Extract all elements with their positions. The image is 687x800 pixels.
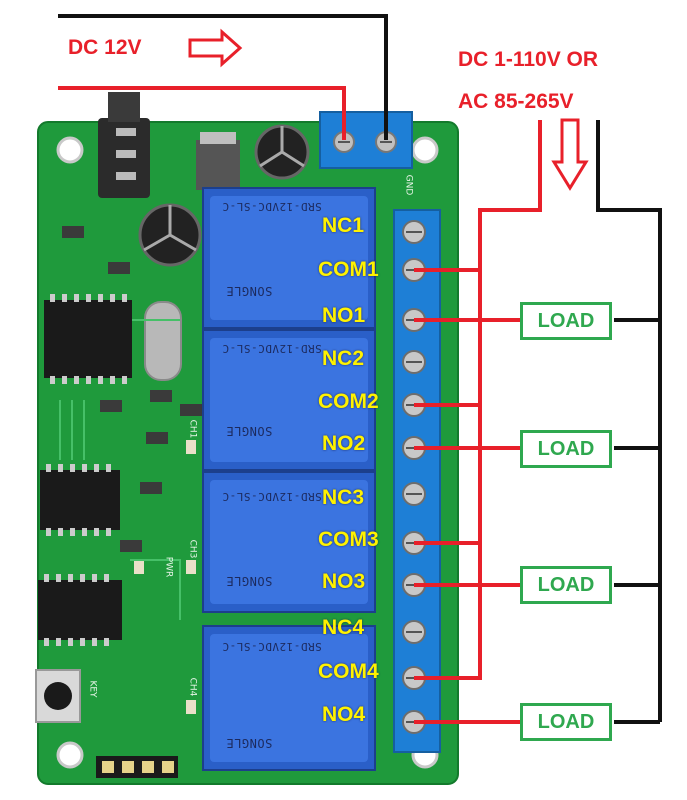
- no4-label: NO4: [322, 703, 366, 726]
- supply-red-wire: [414, 120, 542, 680]
- load-supply-label-line2: AC 85-265V: [458, 90, 574, 113]
- com2-label: COM2: [318, 390, 379, 413]
- key-silk-label: KEY: [87, 680, 98, 698]
- no2-label: NO2: [322, 432, 366, 455]
- dc12v-black-wire: [58, 14, 388, 140]
- dc12v-label: DC 12V: [68, 36, 142, 59]
- relay3-model-text: SRD-12VDC-SL-C: [222, 490, 322, 503]
- load-box-2: LOAD: [520, 430, 612, 468]
- nc3-label: NC3: [322, 486, 365, 509]
- supply-arrow-icon: [551, 118, 589, 191]
- mounting-hole: [56, 741, 84, 769]
- nc2-label: NC2: [322, 347, 365, 370]
- load-supply-label-line1: DC 1-110V OR: [458, 48, 599, 71]
- crystal: [144, 301, 182, 381]
- relay4-brand-text: SONGLE: [226, 736, 273, 750]
- supply-black-wire: [596, 120, 662, 722]
- load-box-3: LOAD: [520, 566, 612, 604]
- nc1-label: NC1: [322, 214, 365, 237]
- relay3-brand-text: SONGLE: [226, 574, 273, 588]
- load-box-1: LOAD: [520, 302, 612, 340]
- ch4-silk-label: CH4: [187, 677, 198, 697]
- pwr-silk-label: PWR: [163, 556, 174, 578]
- com3-label: COM3: [318, 528, 379, 551]
- load-box-4: LOAD: [520, 703, 612, 741]
- nc4-label: NC4: [322, 616, 365, 639]
- no1-label: NO1: [322, 304, 366, 327]
- ch1-silk-label: CH1: [187, 419, 198, 439]
- relay2-brand-text: SONGLE: [226, 424, 273, 438]
- ch3-silk-label: CH3: [187, 539, 198, 559]
- mounting-hole: [56, 136, 84, 164]
- com1-label: COM1: [318, 258, 379, 281]
- gnd-silk-label: GND: [403, 174, 414, 196]
- ic-chip: [44, 294, 132, 384]
- relay1-brand-text: SONGLE: [226, 284, 273, 298]
- mounting-hole: [411, 136, 439, 164]
- no3-label: NO3: [322, 570, 366, 593]
- pin-header: [96, 756, 178, 778]
- com4-label: COM4: [318, 660, 379, 683]
- ic-chip: [38, 574, 122, 646]
- dc12v-arrow-icon: [188, 28, 243, 68]
- output-terminal-block: [393, 209, 441, 753]
- relay1-model-text: SRD-12VDC-SL-C: [222, 200, 322, 213]
- relay2-model-text: SRD-12VDC-SL-C: [222, 342, 322, 355]
- ic-chip: [40, 464, 120, 536]
- relay4-model-text: SRD-12VDC-SL-C: [222, 640, 322, 653]
- dc12v-red-wire: [58, 86, 346, 140]
- voltage-regulator: [196, 140, 240, 190]
